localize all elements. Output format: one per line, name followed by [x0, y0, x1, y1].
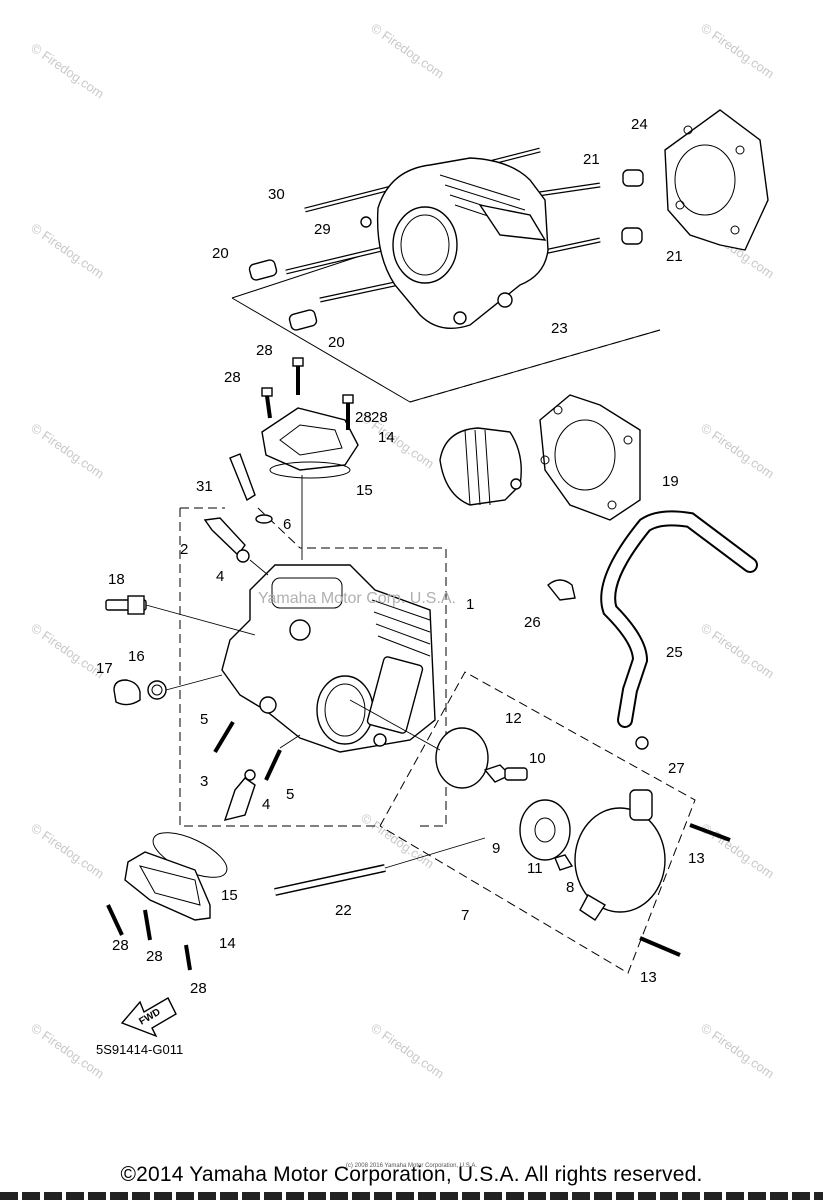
callout-label: 28	[224, 369, 241, 386]
callout-label: 3	[200, 773, 208, 790]
callout-label: 21	[666, 248, 683, 265]
watermark: © Firedog.com	[368, 1020, 447, 1081]
callout-label: 31	[196, 478, 213, 495]
callout-label: 2	[180, 541, 188, 558]
watermark: © Firedog.com	[28, 220, 107, 281]
watermark: © Firedog.com	[698, 820, 777, 881]
callout-label: 24	[631, 116, 648, 133]
hose-assembly	[547, 510, 758, 750]
callout-label: 18	[108, 571, 125, 588]
callout-label: 7	[461, 907, 469, 924]
callout-label: 30	[268, 186, 285, 203]
parts-diagram: © Firedog.com © Firedog.com © Firedog.co…	[28, 20, 777, 1081]
cylinder-head-assembly	[105, 507, 447, 827]
callout-label: 13	[640, 969, 657, 986]
callout-label: 12	[505, 710, 522, 727]
dowel-pin	[622, 169, 644, 187]
callout-label: 6	[283, 516, 291, 533]
callout-label: 16	[128, 648, 145, 665]
fineprint: (c) 2008 2016 Yamaha Motor Corporation, …	[345, 1163, 478, 1169]
callout-label: 28	[371, 409, 388, 426]
bolt	[292, 357, 304, 395]
callout-label: 9	[492, 840, 500, 857]
callout-label: 13	[688, 850, 705, 867]
spark-plug	[105, 595, 147, 615]
callout-label: 11	[527, 860, 543, 877]
fwd-arrow: FWD	[120, 997, 177, 1038]
callout-label: 22	[335, 902, 352, 919]
hose-clamp	[547, 579, 576, 601]
watermark: © Firedog.com	[698, 420, 777, 481]
copyright-notice: ©2014 Yamaha Motor Corporation, U.S.A. A…	[120, 1163, 703, 1186]
callout-label: 28	[190, 980, 207, 997]
callout-label: 5	[200, 711, 208, 728]
cylinder-gasket	[664, 109, 769, 251]
bottom-bar	[0, 1192, 823, 1200]
callout-label: 14	[219, 935, 236, 952]
callout-label: 26	[524, 614, 541, 631]
callout-label: 21	[583, 151, 600, 168]
watermark: © Firedog.com	[358, 810, 437, 871]
callout-label: 19	[662, 473, 679, 490]
callout-label: 28	[112, 937, 129, 954]
cylinder-body	[376, 157, 549, 329]
callout-label: 25	[666, 644, 683, 661]
plug	[113, 679, 141, 706]
watermark: © Firedog.com	[368, 20, 447, 81]
piston	[439, 427, 522, 506]
callout-label: 17	[96, 660, 113, 677]
center-watermark: Yamaha Motor Corp. U.S.A.	[258, 590, 456, 607]
callout-label: 20	[328, 334, 345, 351]
tappet-cover-lower	[106, 832, 228, 971]
cylinder-base-gasket	[539, 394, 641, 521]
callouts: 1 2 3 4 4 5 5 6 7 8 9 10 11 12 13 13 14 …	[96, 116, 705, 997]
callout-label: 1	[466, 596, 474, 613]
callout-label: 4	[262, 796, 270, 813]
callout-label: 28	[256, 342, 273, 359]
temperature-sensor	[229, 453, 256, 502]
watermark: © Firedog.com	[698, 1020, 777, 1081]
o-ring	[147, 680, 167, 700]
hose-clamp	[635, 736, 649, 750]
callout-label: 4	[216, 568, 224, 585]
callout-label: 23	[551, 320, 568, 337]
callout-label: 20	[212, 245, 229, 262]
cover-assembly	[274, 671, 731, 974]
callout-label: 10	[529, 750, 546, 767]
dowel-pin	[248, 259, 278, 281]
piston-assembly	[409, 329, 661, 521]
callout-label: 14	[378, 429, 395, 446]
bolt	[342, 394, 354, 430]
callout-label: 8	[566, 879, 574, 896]
o-ring	[435, 727, 489, 789]
tappet-cover-upper	[229, 357, 359, 560]
callout-label: 5	[286, 786, 294, 803]
watermark: © Firedog.com	[28, 40, 107, 101]
watermark: © Firedog.com	[28, 420, 107, 481]
bolt	[261, 387, 273, 419]
callout-label: 29	[314, 221, 331, 238]
dowel-pin	[621, 227, 643, 245]
diagram-code: 5S91414-G011	[96, 1042, 183, 1057]
watermark: © Firedog.com	[28, 820, 107, 881]
watermark: © Firedog.com	[698, 20, 777, 81]
callout-label: 28	[146, 948, 163, 965]
cylinder-assembly	[231, 109, 769, 403]
callout-label: 15	[356, 482, 373, 499]
cover	[574, 807, 666, 913]
long-bolt	[274, 864, 386, 896]
dowel-pin	[288, 309, 318, 331]
callout-label: 15	[221, 887, 238, 904]
watermark: © Firedog.com	[698, 620, 777, 681]
callout-label: 28	[355, 409, 372, 426]
callout-label: 27	[668, 760, 685, 777]
